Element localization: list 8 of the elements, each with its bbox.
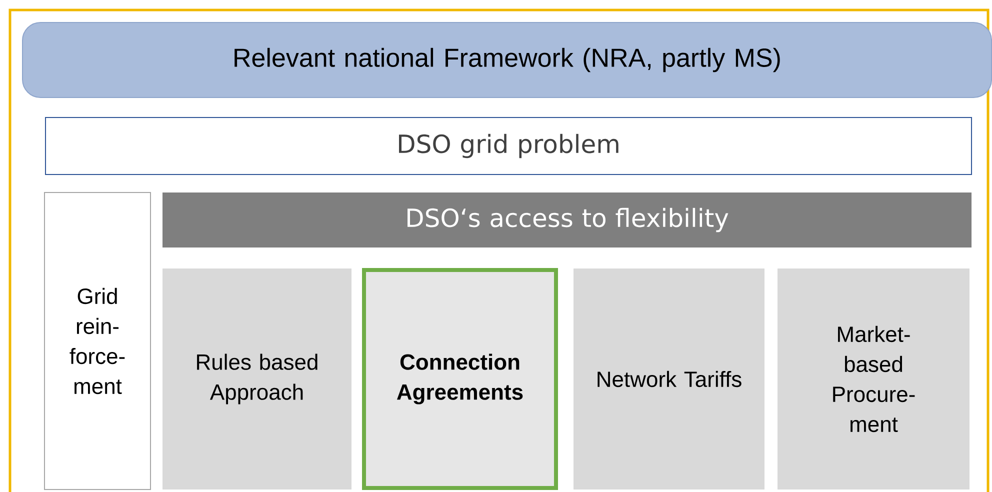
option-box: Network Tariffs bbox=[574, 268, 764, 490]
option-box: Rules based Approach bbox=[162, 268, 352, 490]
option-box: Market- based Procure- ment bbox=[778, 268, 970, 490]
framework-band: Relevant national Framework (NRA, partly MS) bbox=[22, 22, 992, 98]
header-band: DSO‘s access to flexibility bbox=[162, 192, 972, 248]
problem-box: DSO grid problem bbox=[45, 117, 972, 175]
option-box: Connection Agreements bbox=[362, 268, 558, 490]
option-box: Grid rein- force- ment bbox=[44, 192, 151, 490]
